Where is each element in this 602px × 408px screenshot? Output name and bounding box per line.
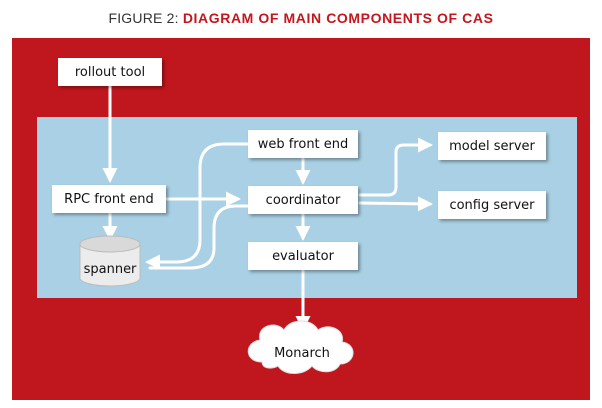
spanner-cylinder-icon <box>79 235 141 287</box>
web-front-end-box: web front end <box>248 130 358 158</box>
monarch-label: Monarch <box>274 346 330 361</box>
model-server-box: model server <box>438 132 546 160</box>
monarch-cloud-icon <box>247 320 354 374</box>
coordinator-label: coordinator <box>265 192 341 208</box>
arrow-coordinator-to-spanner <box>148 204 250 270</box>
config-server-box: config server <box>438 191 546 219</box>
arrow-web-to-spanner <box>145 142 250 270</box>
rpc-front-end-label: RPC front end <box>64 191 154 207</box>
rollout-tool-label: rollout tool <box>74 64 146 80</box>
figure-number: FIGURE 2: <box>108 10 183 26</box>
model-server-label: model server <box>449 138 535 154</box>
rpc-front-end-box: RPC front end <box>52 185 166 213</box>
spanner-label: spanner <box>83 262 137 277</box>
web-front-end-label: web front end <box>257 136 349 152</box>
evaluator-box: evaluator <box>248 242 358 270</box>
config-server-label: config server <box>449 197 535 213</box>
figure-title: DIAGRAM OF MAIN COMPONENTS OF CAS <box>182 10 494 26</box>
evaluator-label: evaluator <box>272 248 334 264</box>
arrow-coordinator-to-config-server <box>358 196 433 212</box>
figure-caption: FIGURE 2: DIAGRAM OF MAIN COMPONENTS OF … <box>0 6 602 30</box>
coordinator-box: coordinator <box>248 186 358 214</box>
arrow-coordinator-to-model-server <box>358 137 433 197</box>
rollout-tool-box: rollout tool <box>58 58 162 86</box>
